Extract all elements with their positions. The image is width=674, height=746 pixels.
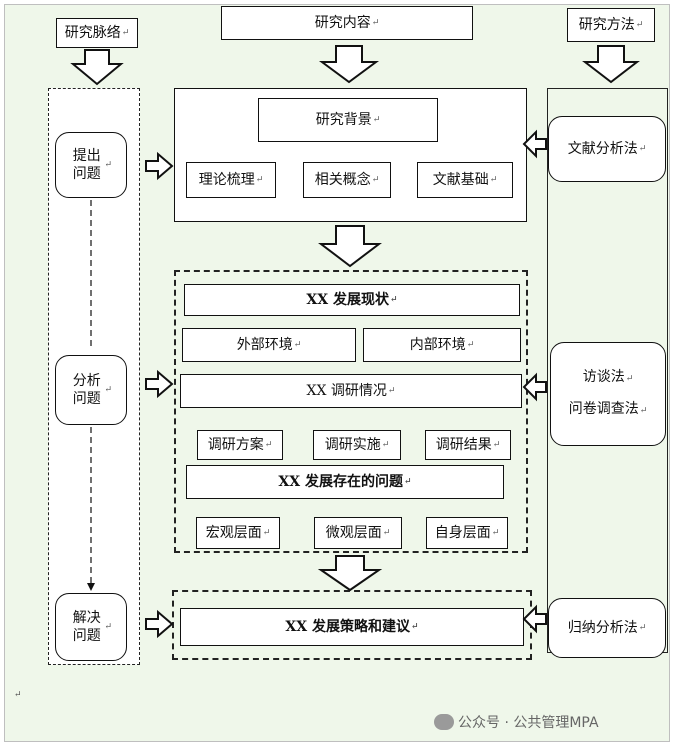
down-arrow-context bbox=[70, 49, 124, 86]
connector-arrowhead bbox=[87, 583, 95, 591]
left-arrow-interview bbox=[522, 372, 547, 402]
self-level-box: 自身层面 bbox=[426, 517, 508, 549]
strategy-suggestions-box: XX 发展策略和建议 bbox=[180, 608, 524, 646]
survey-results-box: 调研结果 bbox=[425, 430, 511, 460]
development-problems-box: XX 发展存在的问题 bbox=[186, 465, 504, 499]
research-background-box: 研究背景 bbox=[258, 98, 438, 142]
macro-level-box: 宏观层面 bbox=[196, 517, 280, 549]
down-arrow-background-to-analysis bbox=[318, 225, 382, 268]
header-research-methods: 研究方法 bbox=[567, 8, 655, 42]
right-arrow-analyze bbox=[145, 369, 174, 399]
down-arrow-methods bbox=[582, 45, 640, 84]
literature-basis-box: 文献基础 bbox=[417, 162, 513, 198]
stage-analyze-question: 分析问题 bbox=[55, 355, 127, 425]
wechat-icon bbox=[434, 714, 454, 730]
left-arrow-literature bbox=[522, 129, 547, 159]
header-research-content: 研究内容 bbox=[221, 6, 473, 40]
theory-review-box: 理论梳理 bbox=[186, 162, 276, 198]
down-arrow-content bbox=[318, 45, 380, 84]
left-arrow-induction bbox=[522, 604, 547, 634]
right-arrow-solve bbox=[145, 609, 174, 639]
method-questionnaire: 问卷调查法 bbox=[569, 400, 648, 420]
external-environment-box: 外部环境 bbox=[182, 328, 356, 362]
watermark: 公众号 · 公共管理MPA bbox=[434, 712, 599, 732]
down-arrow-analysis-to-solution bbox=[317, 555, 383, 592]
internal-environment-box: 内部环境 bbox=[363, 328, 521, 362]
analysis-section-frame bbox=[174, 270, 528, 553]
corner-mark-left: ↵ bbox=[14, 690, 22, 700]
method-literature-analysis: 文献分析法 bbox=[548, 116, 666, 182]
development-status-box: XX 发展现状 bbox=[184, 284, 520, 316]
survey-implementation-box: 调研实施 bbox=[313, 430, 401, 460]
right-arrow-propose bbox=[145, 151, 174, 181]
method-interview-questionnaire: 访谈法 问卷调查法 bbox=[550, 342, 666, 446]
related-concepts-box: 相关概念 bbox=[303, 162, 391, 198]
header-research-context: 研究脉络 bbox=[56, 18, 138, 48]
survey-situation-box: XX 调研情况 bbox=[180, 374, 522, 408]
stage-solve-question: 解决问题 bbox=[55, 593, 127, 661]
watermark-text: 公众号 · 公共管理MPA bbox=[458, 715, 599, 731]
stage-propose-question: 提出问题 bbox=[55, 132, 127, 198]
method-inductive-analysis: 归纳分析法 bbox=[548, 598, 666, 658]
micro-level-box: 微观层面 bbox=[314, 517, 402, 549]
method-interview: 访谈法 bbox=[583, 368, 634, 388]
survey-plan-box: 调研方案 bbox=[197, 430, 283, 460]
